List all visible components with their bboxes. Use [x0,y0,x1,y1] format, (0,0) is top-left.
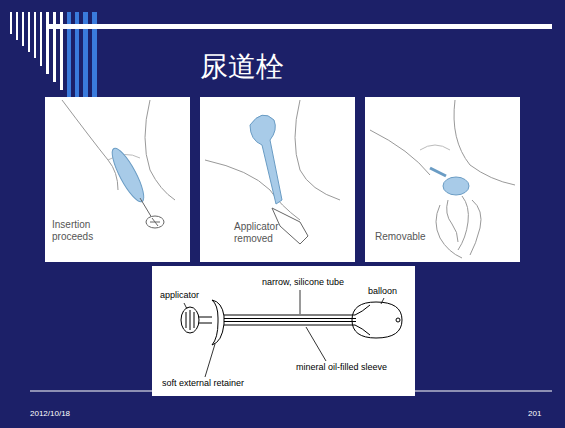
removal-figure [370,100,515,258]
illustration-panel: Applicator removed [200,97,355,262]
panel [200,97,355,262]
slide-date: 2012/10/18 [30,409,70,418]
insertion-figure [62,100,175,228]
part-label: balloon [368,286,397,296]
part-label: narrow, silicone tube [262,277,344,287]
slide-number: 201 [528,409,541,418]
part-label: soft external retainer [162,378,244,388]
panel-caption: Applicator removed [234,221,304,244]
top-rule [48,24,552,29]
panel [365,97,520,262]
part-label: mineral oil-filled sleeve [296,362,387,372]
panel [152,266,415,396]
panel-caption: Removable [375,231,455,243]
applicator-removed-figure [205,100,340,244]
illustration-panel: Removable [365,97,520,262]
panel-caption: Insertion proceeds [52,219,122,242]
illustration-panel: Insertion proceeds [45,97,190,262]
panel [45,97,190,262]
plug-drawing [181,300,402,345]
slide-title: 尿道栓 [200,48,284,86]
part-label: applicator [160,290,199,300]
